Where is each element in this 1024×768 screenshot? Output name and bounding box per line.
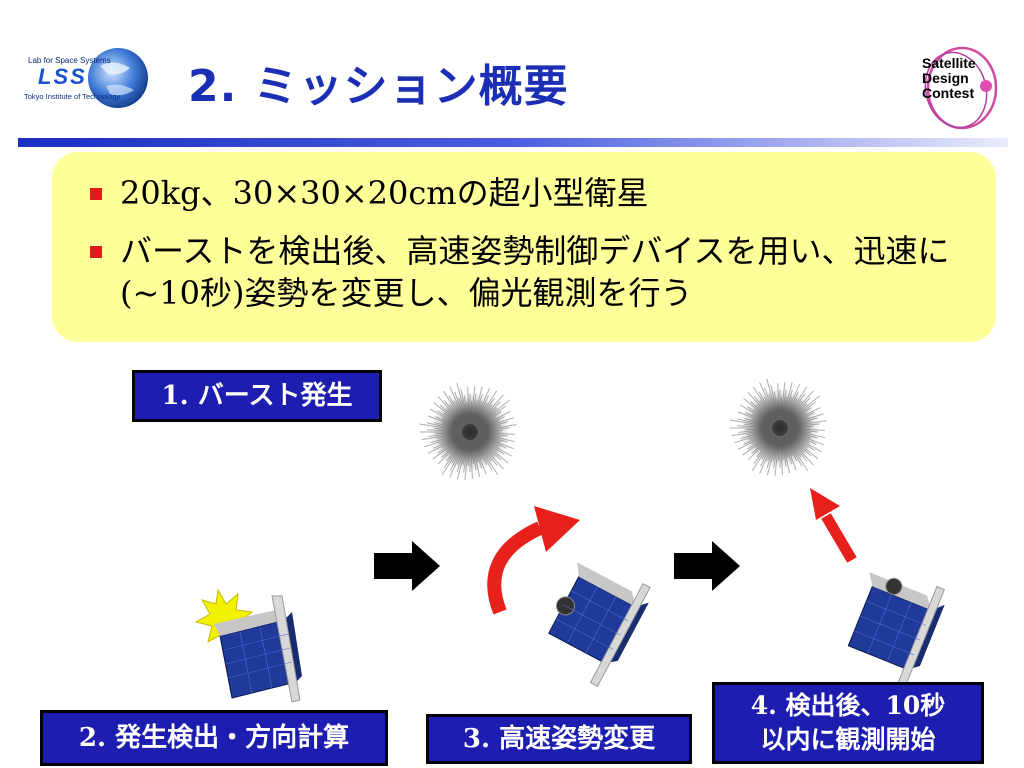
- logo-word-design: Design: [922, 70, 969, 86]
- satellite-design-contest-logo: Satellite Design Contest: [918, 42, 1000, 134]
- burst-icon: [419, 382, 517, 480]
- bullet-square-icon: [90, 188, 102, 200]
- bullet-square-icon: [90, 246, 102, 258]
- pointing-arrow-icon: [810, 488, 857, 563]
- step-label-observe-line1: 4. 検出後、10秒: [750, 691, 946, 720]
- step-label-observe-line2: 以内に観測開始: [760, 725, 936, 754]
- next-arrow-icon: [674, 541, 740, 591]
- satellite-icon: [847, 572, 946, 695]
- logo-line2: Tokyo Institute of Technology: [24, 92, 121, 101]
- logo-abbr: LSS: [38, 64, 87, 89]
- burst-icon: [729, 378, 827, 476]
- satellite-icon: [214, 595, 302, 703]
- satellite-design-contest-logo-icon: [924, 46, 998, 130]
- slide-title: 2. ミッション概要: [188, 61, 569, 112]
- title-underline: [18, 138, 1008, 147]
- bullet-text: バーストを検出後、高速姿勢制御デバイスを用い、迅速に(~10秒)姿勢を変更し、偏…: [120, 232, 950, 312]
- bullet-item: バーストを検出後、高速姿勢制御デバイスを用い、迅速に(~10秒)姿勢を変更し、偏…: [90, 230, 950, 314]
- bullet-item: 20kg、30×30×20cmの超小型衛星: [90, 172, 649, 214]
- next-arrow-icon: [374, 541, 440, 591]
- logo-word-contest: Contest: [922, 85, 975, 101]
- step-label-burst: 1. バースト発生: [132, 370, 382, 422]
- lss-logo: Lab for Space Systems LSS Tokyo Institut…: [22, 48, 150, 110]
- logo-word-satellite: Satellite: [922, 55, 976, 71]
- step-label-observe: 4. 検出後、10秒 以内に観測開始: [712, 682, 984, 764]
- bullet-box: 20kg、30×30×20cmの超小型衛星 バーストを検出後、高速姿勢制御デバイ…: [52, 152, 996, 342]
- step-label-detect: 2. 発生検出・方向計算: [40, 710, 388, 766]
- bullet-text: 20kg、30×30×20cmの超小型衛星: [120, 174, 649, 212]
- satellite-icon: [548, 562, 651, 688]
- logo-line1: Lab for Space Systems: [28, 56, 111, 65]
- step-label-slew: 3. 高速姿勢変更: [426, 714, 692, 764]
- rotate-arrow-icon: [487, 506, 580, 615]
- earth-logo-icon: [88, 48, 148, 108]
- flash-icon: [194, 588, 254, 650]
